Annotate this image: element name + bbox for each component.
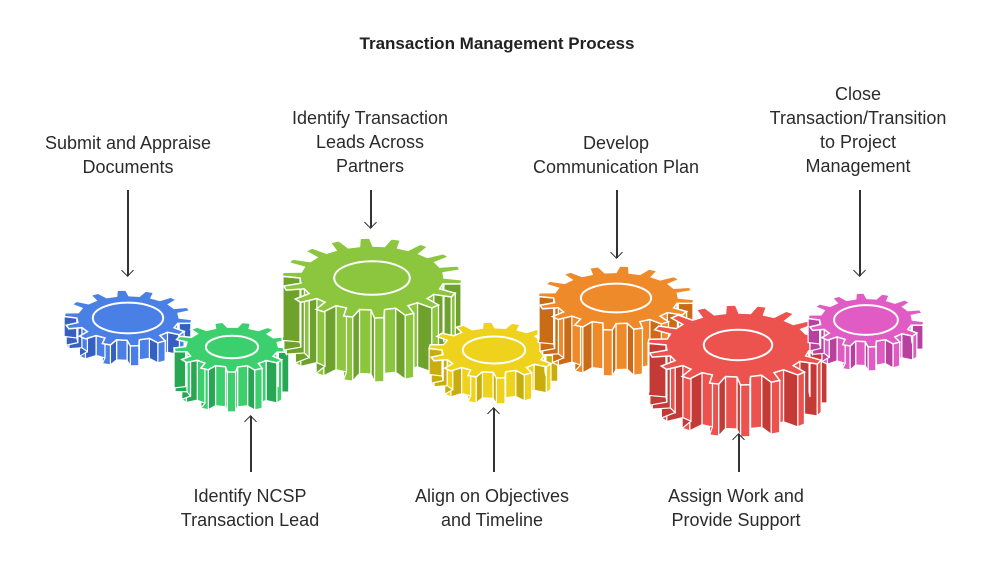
gear-center-hole [461,335,527,365]
arrow-identify-ncsp-lead [244,415,257,472]
gear-side-facet [226,371,237,413]
arrow-submit-appraise [121,190,134,277]
step-label-identify-ncsp-lead: Identify NCSP Transaction Lead [180,486,320,530]
gear-side-facet [591,320,604,370]
gear-side-facet [718,374,727,438]
step-label-submit-appraise: Submit and Appraise Documents [44,133,212,177]
gear-side-facet [214,365,227,408]
gear-center-hole [91,301,165,335]
gear-side-facet [383,307,397,375]
gear-center-hole [333,260,411,296]
step-label-align-objectives: Align on Objectives and Timeline [414,486,570,530]
gear-side-facet [481,371,494,400]
gear-side-facet [537,292,540,343]
gear-side-facet [281,272,284,341]
gear-side-facet [749,374,763,430]
step-label-assign-work: Assign Work and Provide Support [668,486,804,530]
gear-side-facet [373,317,385,383]
gear-side-facet [807,317,821,345]
step-label-communication-plan: Develop Communication Plan [532,133,700,177]
gear-side-facet [404,312,415,380]
arrow-assign-work [732,433,745,472]
gear-side-facet [504,369,517,399]
step-label-identify-partner-leads: Identify Transaction Leads Across Partne… [291,108,449,176]
gear-submit-appraise [63,289,193,369]
gear-side-facet [95,334,106,359]
gear-center-hole [833,304,899,336]
diagram-title: Transaction Management Process [359,34,635,53]
gear-center-hole [204,334,260,360]
arrow-align-objectives [487,407,500,472]
gear-side-facet [523,372,533,402]
gear-side-facet [323,304,337,377]
gear-side-facet [247,364,256,412]
step-label-close-transaction: Close Transaction/Transition to Project … [769,84,947,176]
arrow-identify-partner-leads [364,190,377,229]
gear-side-facet [352,307,361,383]
gear-side-facet [739,384,751,438]
gear-side-facet [782,368,799,428]
gear-side-facet [770,379,781,435]
gear-side-facet [395,307,406,381]
arrow-communication-plan [610,190,623,259]
arrow-close-transaction [853,190,866,277]
gear-side-facet [173,345,187,389]
gear-side-facet [428,347,443,377]
gear-side-facet [689,371,703,432]
gear-side-facet [816,358,822,418]
gear-side-facet [254,367,263,411]
gear-side-facet [855,340,866,367]
gear-identify-ncsp-lead [173,321,291,413]
gear-side-facet [615,322,628,371]
gear-side-facet [157,340,166,364]
gear-side-facet [602,328,613,377]
gear-close-transaction [807,292,925,372]
gear-side-facet [236,365,249,408]
gear-side-facet [207,364,217,411]
gear-side-facet [129,344,140,367]
gear-side-facet [892,341,901,369]
gear-side-facet [116,339,128,362]
gear-side-facet [867,345,877,372]
gear-side-facet [724,375,738,430]
gear-assign-work [647,304,829,438]
gear-side-facet [138,337,150,361]
gear-side-facet [582,320,593,374]
gear-side-facet [545,362,552,394]
gear-center-hole [702,328,774,362]
gear-side-facet [875,338,886,366]
gear-side-facet [912,331,918,362]
gear-side-facet [797,371,806,428]
gear-side-facet [626,321,635,377]
gear-side-facet [761,374,772,436]
gear-side-facet [265,359,278,404]
gear-center-hole [579,282,653,314]
gear-side-facet [358,308,372,375]
gear-side-facet [633,327,644,376]
gear-side-facet [647,339,650,396]
gear-side-facet [495,376,506,405]
